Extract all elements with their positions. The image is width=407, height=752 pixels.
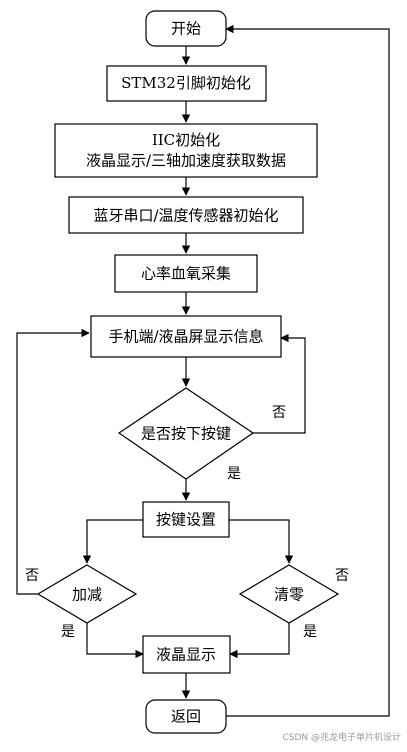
node-bt-init <box>68 196 304 234</box>
node-start <box>145 10 227 47</box>
edge-label-no-2: 否 <box>25 568 39 584</box>
edge-addsub-yes <box>86 623 144 659</box>
node-display-info <box>90 315 282 358</box>
edge-label-yes-3: 是 <box>303 624 317 640</box>
label-return: 返回 <box>171 708 201 726</box>
edge-label-yes-2: 是 <box>61 624 75 640</box>
label-iic-line1: IIC初始化 <box>152 131 220 149</box>
label-lcd-display: 液晶显示 <box>156 646 216 664</box>
label-key-setting: 按键设置 <box>156 511 216 529</box>
edge-decision-no <box>253 333 306 434</box>
node-add-sub <box>36 564 138 624</box>
label-display-info: 手机端/液晶屏显示信息 <box>108 328 263 346</box>
edge-label-no-1: 否 <box>272 405 286 421</box>
edge-label-no-3: 否 <box>335 568 349 584</box>
edge-addsub-no <box>16 328 90 595</box>
edge-key-addsub <box>82 519 143 564</box>
label-iic-line2: 液晶显示/三轴加速度获取数据 <box>86 152 286 170</box>
node-return <box>145 699 227 734</box>
label-key-decision: 是否按下按键 <box>141 425 231 443</box>
node-key-setting <box>142 501 230 538</box>
label-hr-spo2: 心率血氧采集 <box>141 265 231 283</box>
label-start: 开始 <box>171 20 201 38</box>
edge-return-start <box>225 24 390 717</box>
label-stm32-init: STM32引脚初始化 <box>121 74 251 92</box>
label-bt-init: 蓝牙串口/温度传感器初始化 <box>93 207 278 225</box>
edge-key-clear <box>229 519 294 564</box>
node-hr-spo2 <box>114 254 258 293</box>
node-stm32-init <box>106 65 267 102</box>
label-clear: 清零 <box>274 586 304 604</box>
edge-clear-yes <box>229 623 290 659</box>
label-add-sub: 加减 <box>72 586 102 604</box>
node-key-decision <box>117 387 255 480</box>
node-lcd-display <box>142 635 231 674</box>
edge-label-yes-1: 是 <box>227 466 241 482</box>
watermark-text: CSDN @兆龙电子单片机设计 <box>282 733 401 743</box>
node-iic-init <box>54 123 318 178</box>
node-clear <box>238 564 340 624</box>
